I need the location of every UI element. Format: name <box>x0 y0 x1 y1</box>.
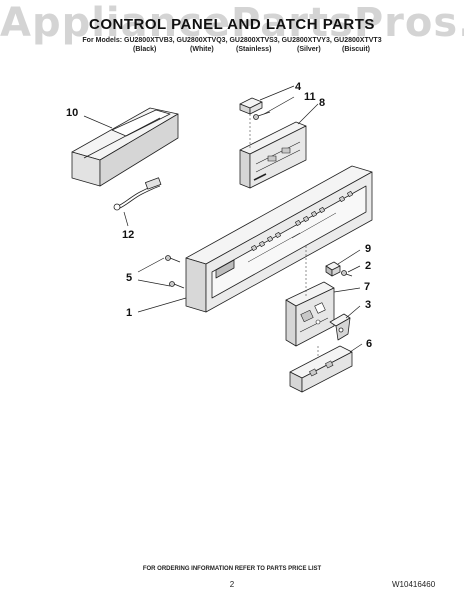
part-7-door-latch <box>285 281 335 347</box>
finish-biscuit: (Biscuit) <box>342 46 370 53</box>
callout-12: 12 <box>122 229 134 241</box>
callout-8: 8 <box>319 97 325 109</box>
callout-1: 1 <box>126 307 132 319</box>
callout-7: 7 <box>364 281 370 293</box>
callout-5: 5 <box>126 272 132 284</box>
part-1-control-panel <box>185 165 373 313</box>
document-number: W10416460 <box>392 580 436 589</box>
model-list: For Models: GU2800XTVB3, GU2800XTVQ3, GU… <box>82 37 382 44</box>
page-number: 2 <box>229 580 235 589</box>
page-title: CONTROL PANEL AND LATCH PARTS <box>89 16 375 33</box>
finish-silver: (Silver) <box>297 46 321 53</box>
part-6-latch-base <box>289 345 353 393</box>
callout-9: 9 <box>365 243 371 255</box>
alignment-lines <box>249 110 319 358</box>
finish-stainless: (Stainless) <box>236 46 272 53</box>
part-10-trim-cover <box>71 107 179 187</box>
leader-lines <box>83 85 363 353</box>
callout-6: 6 <box>366 338 372 350</box>
callout-11: 11 <box>304 91 316 103</box>
finish-labels: (Black) (White) (Stainless) (Silver) (Bi… <box>0 46 464 56</box>
ordering-note: FOR ORDERING INFORMATION REFER TO PARTS … <box>142 566 322 572</box>
callout-2: 2 <box>365 260 371 272</box>
part-5-screws <box>165 255 185 289</box>
callout-3: 3 <box>365 299 371 311</box>
part-3-latch-lever <box>329 313 351 341</box>
part-11-screw <box>253 111 271 120</box>
finish-white: (White) <box>190 46 214 53</box>
part-9-bumper <box>325 261 341 277</box>
part-4-switch <box>239 97 263 115</box>
finish-black: (Black) <box>133 46 157 53</box>
callout-4: 4 <box>295 81 302 93</box>
part-2-screw <box>341 270 353 277</box>
part-8-control-board <box>239 121 307 189</box>
callout-10: 10 <box>66 107 78 119</box>
part-12-wire-harness <box>113 177 162 211</box>
